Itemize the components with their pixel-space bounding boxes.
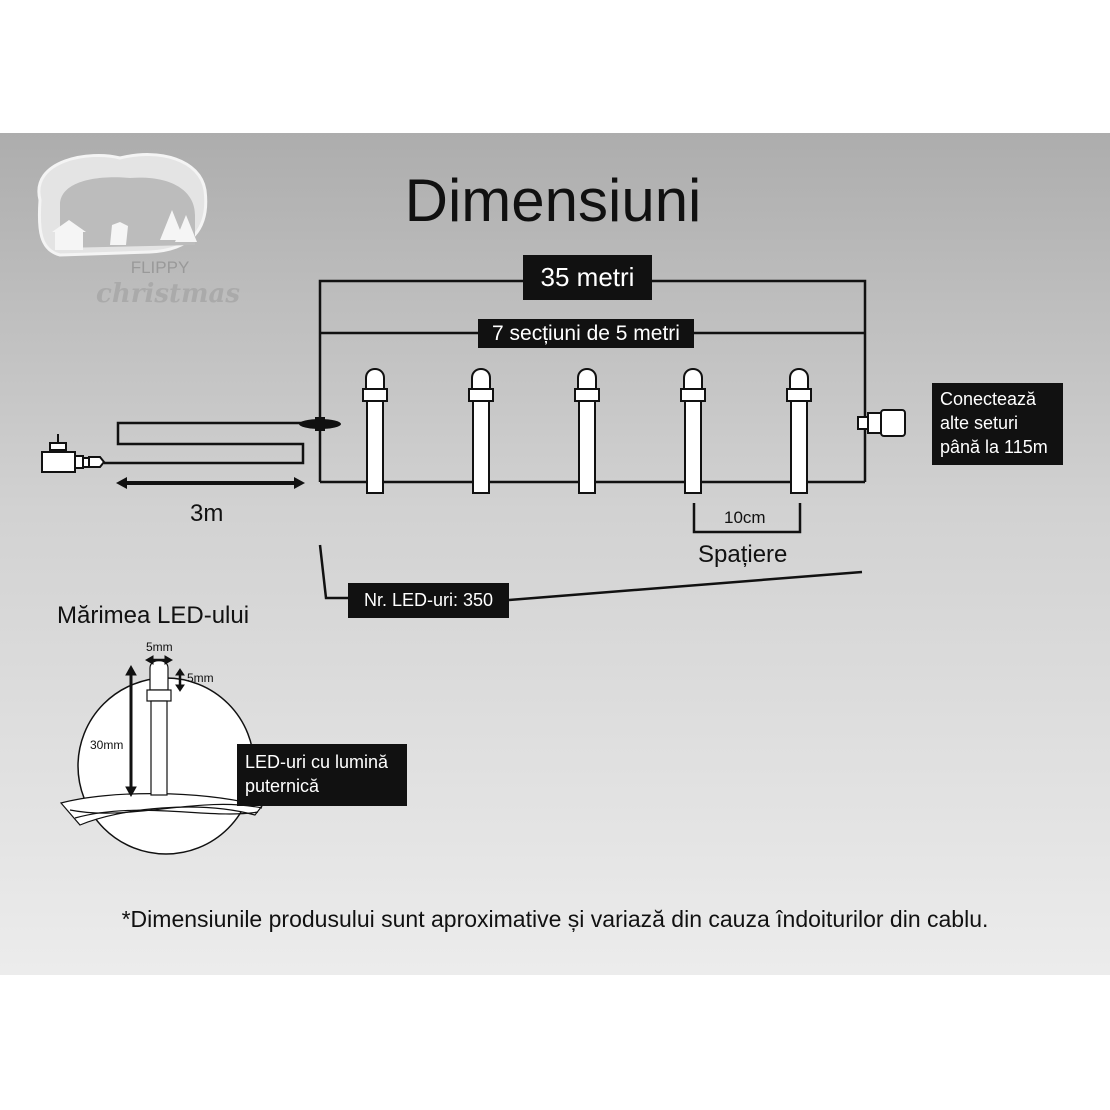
connect-note-line: Conectează — [940, 389, 1037, 409]
spacing-bracket — [692, 503, 802, 534]
connect-note: Conectează alte seturi până la 115m — [932, 383, 1063, 465]
led-size-heading: Mărimea LED-ului — [57, 602, 250, 629]
svg-text:christmas: christmas — [96, 279, 240, 309]
led-icon — [574, 368, 600, 494]
spacing-value: 10cm — [724, 508, 766, 527]
led-count-leader — [318, 544, 350, 600]
led-head-height-label: 5mm — [187, 671, 214, 685]
sections-label: 7 secțiuni de 5 metri — [478, 319, 694, 348]
led-icon — [362, 368, 388, 494]
bright-led-note-line: puternică — [245, 776, 320, 796]
led-icon — [680, 368, 706, 494]
total-length-label: 35 metri — [523, 255, 652, 300]
cable-connector — [299, 417, 341, 431]
power-adapter — [41, 434, 106, 473]
connect-note-line: până la 115m — [940, 437, 1048, 457]
led-size-detail — [59, 655, 264, 855]
lead-length-label: 3m — [190, 500, 224, 527]
svg-text:FLIPPY: FLIPPY — [131, 258, 190, 277]
led-total-height-label: 30mm — [90, 738, 124, 752]
lead-cable — [104, 421, 305, 465]
bright-led-note: LED-uri cu lumină puternică — [237, 744, 407, 806]
connect-note-line: alte seturi — [940, 413, 1019, 433]
led-icon — [786, 368, 812, 494]
flippy-christmas-logo: FLIPPY christmas — [37, 153, 240, 309]
led-string — [362, 368, 812, 494]
lead-length-arrow — [116, 477, 305, 489]
end-connector-icon — [857, 409, 906, 437]
bright-led-note-line: LED-uri cu lumină — [245, 752, 389, 772]
spacing-label: Spațiere — [698, 541, 788, 568]
led-count-label: Nr. LED-uri: 350 — [348, 583, 509, 618]
led-icon — [468, 368, 494, 494]
led-width-label: 5mm — [146, 640, 173, 654]
page-title: Dimensiuni — [404, 167, 702, 234]
footnote: *Dimensiunile produsului sunt aproximati… — [121, 906, 989, 932]
